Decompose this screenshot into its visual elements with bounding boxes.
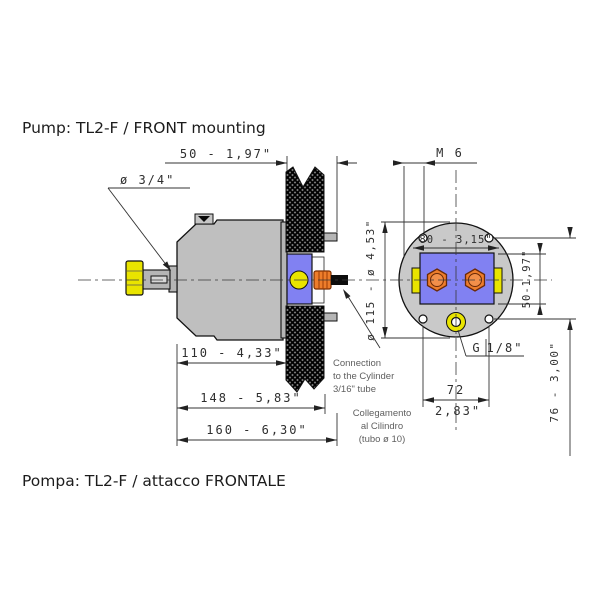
arrowhead (314, 405, 325, 411)
side-tab-right (493, 267, 503, 294)
side-view (125, 166, 348, 393)
arrowhead (177, 360, 188, 366)
shaft-nut (125, 260, 144, 296)
shaft-dia-label: ø 3/4" (120, 173, 175, 187)
g-port-size-label: 1/8" (487, 341, 524, 355)
dim-160-label: 160 - 6,30" (206, 423, 307, 437)
m6-hole-bottom-left (418, 314, 428, 324)
dim-72-in-label: 2,83" (435, 404, 481, 418)
m6-hole-top-right (484, 233, 494, 243)
m6-hole-top-left (418, 233, 428, 243)
page-title-en: Pump: TL2-F / FRONT mounting (22, 119, 266, 137)
dim-80-label: 80 - 3,15" (419, 234, 492, 246)
mounting-stud-upper (323, 232, 338, 242)
arrowhead (393, 160, 404, 166)
shaft-dia-leader (107, 187, 170, 269)
dim-50v-label: 50-1,97" (521, 250, 533, 309)
arrowhead (276, 160, 287, 166)
g-port-leader (457, 329, 467, 357)
arrowhead (382, 327, 388, 338)
m6-hole-bottom-right (484, 314, 494, 324)
arrowhead (424, 160, 435, 166)
arrowhead (326, 437, 337, 443)
page-title-it: Pompa: TL2-F / attacco FRONTALE (22, 472, 286, 490)
arrowhead (177, 437, 188, 443)
connection-note-en-3: 3/16" tube (333, 384, 376, 395)
dimensions-front-view: M 6 80 - 3,15" ø 115 - ø 4,53" 50-1,97" (364, 146, 576, 456)
arrowhead (162, 261, 171, 271)
dim-148-label: 148 - 5,83" (200, 391, 301, 405)
connection-note-it-3: (tubo ø 10) (359, 434, 405, 445)
arrowhead (337, 160, 348, 166)
arrowhead (423, 397, 434, 403)
g-port-g-label: G (472, 341, 481, 355)
arrowhead (382, 222, 388, 233)
side-tab-left (411, 267, 421, 294)
connection-note-en-2: to the Cylinder (333, 371, 394, 382)
mounting-bulkhead-upper (285, 166, 325, 253)
arrowhead (567, 319, 573, 330)
cylinder-tube (331, 275, 348, 285)
arrowhead (478, 397, 489, 403)
arrowhead (343, 289, 351, 299)
connection-note-it-1: Collegamento (353, 408, 412, 419)
connection-leader (345, 292, 381, 349)
dim-72-mm-label: 72 (447, 383, 465, 397)
connection-note-en-1: Connection (333, 358, 381, 369)
dia-115-label: ø 115 - ø 4,53" (364, 219, 377, 341)
dim-50-label: 50 - 1,97" (180, 147, 272, 161)
mounting-stud-lower (323, 312, 338, 322)
arrowhead (177, 405, 188, 411)
connection-note-it-2: al Cilindro (361, 421, 403, 432)
arrowhead (537, 243, 543, 254)
dim-76-label: 76 - 3,00" (548, 341, 561, 422)
arrowhead (488, 245, 499, 251)
dim-110-label: 110 - 4,33" (181, 346, 282, 360)
filler-cap-mark (198, 216, 210, 222)
mounting-bulkhead-lower (285, 305, 325, 393)
arrowhead (413, 245, 424, 251)
thread-label: M 6 (436, 146, 464, 160)
dimensions-side-view: 50 - 1,97" ø 3/4" 110 - 4,33" 148 - 5,83… (107, 147, 412, 446)
shaft-keyway (150, 275, 168, 284)
arrowhead (537, 304, 543, 315)
arrowhead (276, 360, 287, 366)
arrowhead (567, 227, 573, 238)
